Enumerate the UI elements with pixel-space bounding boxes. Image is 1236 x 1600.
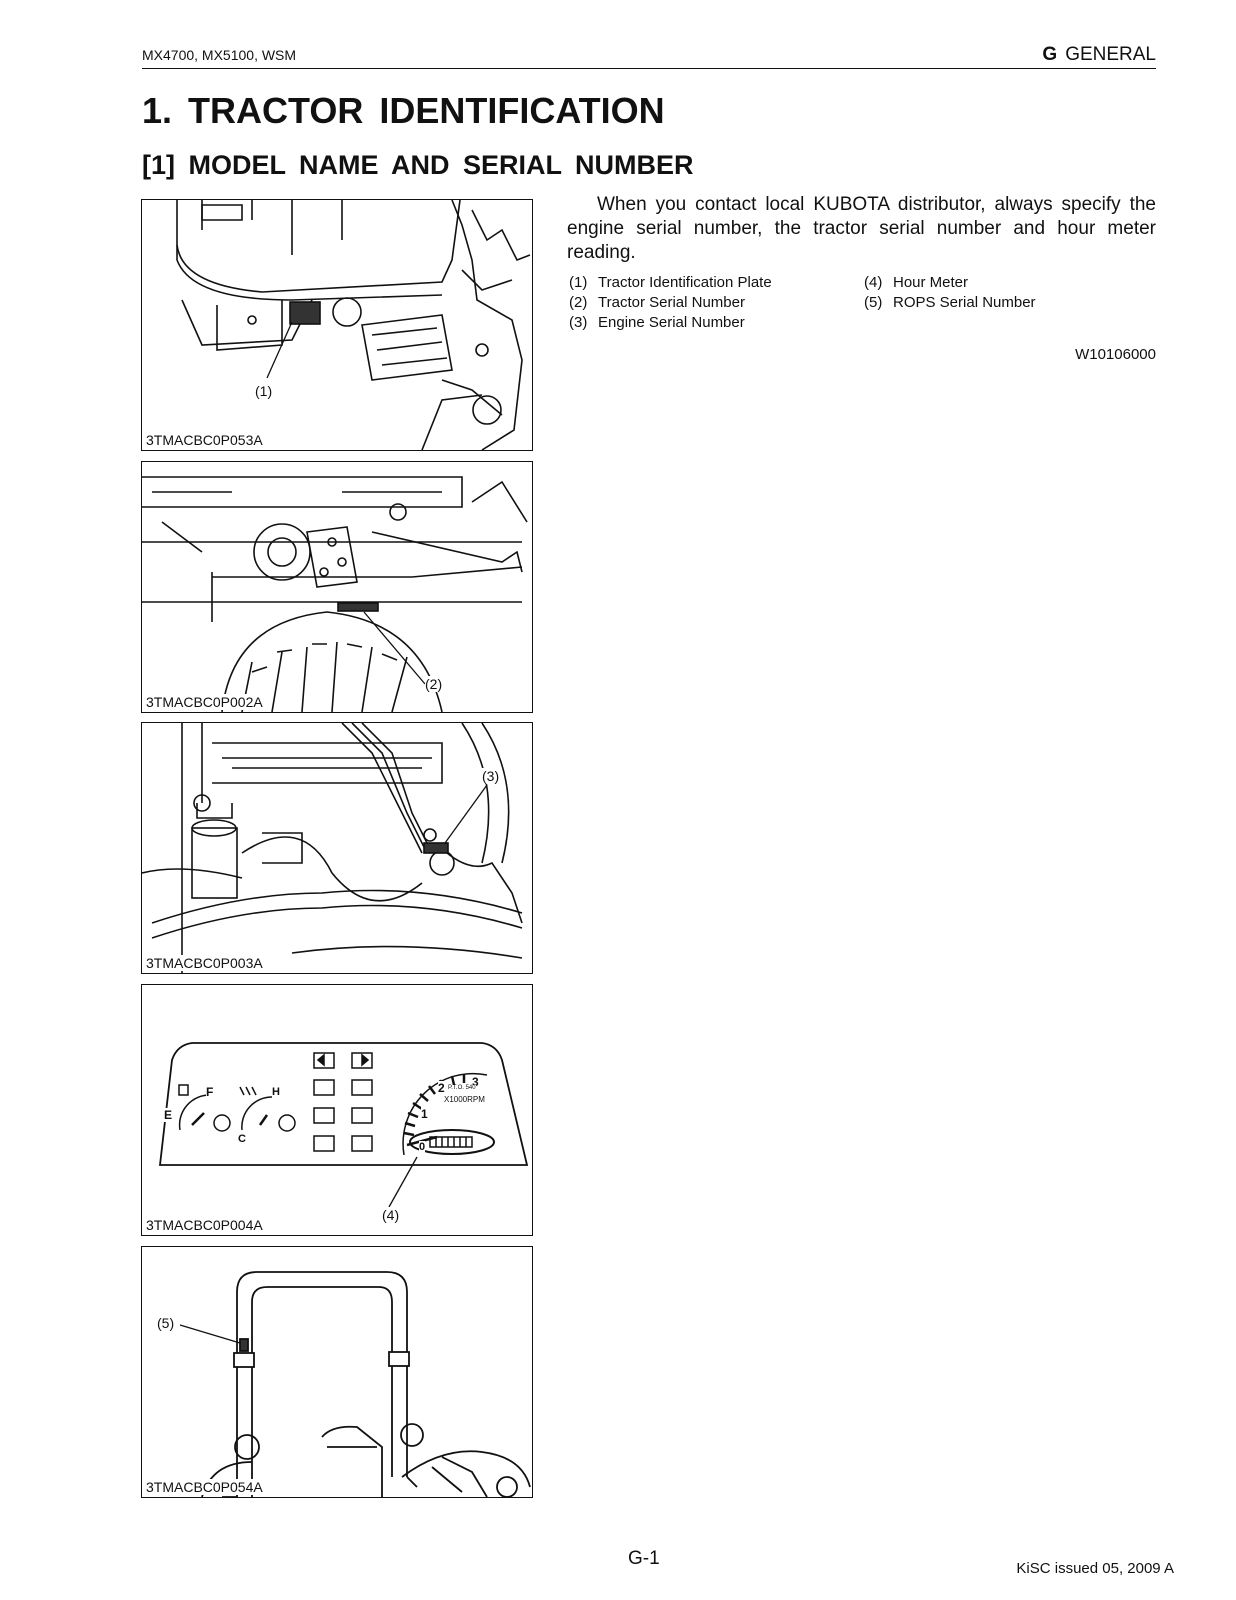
issue-note: KiSC issued 05, 2009 A [1016,1560,1174,1577]
temp-hot-mark: H [272,1086,280,1098]
figure-caption: 3TMACBC0P002A [146,694,265,710]
section-name: GENERAL [1065,44,1156,65]
battery-charge-icon [351,1079,373,1096]
fuel-full-mark: F [206,1085,214,1099]
fuel-gauge-arc [178,1094,211,1131]
tachometer-arc [402,1072,488,1156]
callout-3: (3) [482,768,500,784]
tach-mark-1: 1 [421,1107,428,1121]
header-rule [142,68,1156,69]
figure-caption: 3TMACBC0P004A [146,1217,265,1233]
callout-4: (4) [382,1207,400,1223]
tach-mark-3: 3 [472,1075,479,1089]
rops-frame-inner [251,1286,393,1497]
legend-item: (3)Engine Serial Number [569,314,745,331]
figure-rops-serial: (5) 3TMACBC0P054A [141,1246,533,1498]
callout-1: (1) [255,383,273,399]
instrument-panel-drawing [158,1042,529,1208]
header-models: MX4700, MX5100, WSM [142,47,297,63]
legend-item: (2)Tractor Serial Number [569,294,745,311]
glow-plug-icon [313,1107,335,1124]
page-number: G-1 [628,1548,660,1569]
figure-engine-serial: (3) 3TMACBC0P003A [141,722,533,974]
page-title: 1. TRACTOR IDENTIFICATION [142,90,665,131]
legend-item: (5)ROPS Serial Number [864,294,1036,311]
figure-caption: 3TMACBC0P054A [146,1479,265,1495]
callout-2: (2) [425,676,443,692]
tractor-underside-drawing [142,476,528,712]
right-turn-indicator-icon [351,1052,373,1069]
figure-caption: 3TMACBC0P003A [146,955,265,971]
figure-hour-meter: E F H C 0 1 2 3 P.T.O. 540 X1000RPM (4) … [141,984,533,1236]
tractor-front-drawing [176,200,531,450]
engine-drawing [142,723,523,973]
panel-outline [158,1042,529,1166]
callout-5: (5) [157,1315,175,1331]
temp-cold-mark: C [238,1133,246,1145]
blank-indicator [351,1107,373,1124]
section-subtitle: [1] MODEL NAME AND SERIAL NUMBER [142,150,694,180]
legend-item: (1)Tractor Identification Plate [569,274,772,291]
legend-column-left: (1)Tractor Identification Plate (2)Tract… [569,273,772,333]
header-section: G GENERAL [1042,44,1156,66]
oil-pressure-icon [313,1079,335,1096]
left-turn-indicator-icon [313,1052,335,1069]
rops-drawing [179,1271,531,1497]
figure-tractor-serial: (2) 3TMACBC0P002A [141,461,533,713]
tach-mark-2: 2 [438,1081,445,1095]
legend-column-right: (4)Hour Meter (5)ROPS Serial Number [864,273,1036,313]
figure-caption: 3TMACBC0P053A [146,432,265,448]
tach-unit-label: X1000RPM [444,1095,485,1104]
legend-item: (4)Hour Meter [864,274,969,291]
rops-frame-outer [236,1271,408,1497]
fuel-empty-mark: E [164,1108,173,1122]
blank-indicator [351,1135,373,1152]
tach-mark-0: 0 [419,1141,426,1153]
section-letter: G [1042,44,1058,65]
blank-indicator [313,1135,335,1152]
figure-identification-plate: (1) 3TMACBC0P053A [141,199,533,451]
intro-paragraph: When you contact local KUBOTA distributo… [567,194,1156,263]
tach-pto-label: P.T.O. 540 [448,1085,476,1091]
temp-icon [239,1086,257,1096]
document-code: W10106000 [1075,346,1156,363]
fuel-pump-icon [178,1084,189,1096]
